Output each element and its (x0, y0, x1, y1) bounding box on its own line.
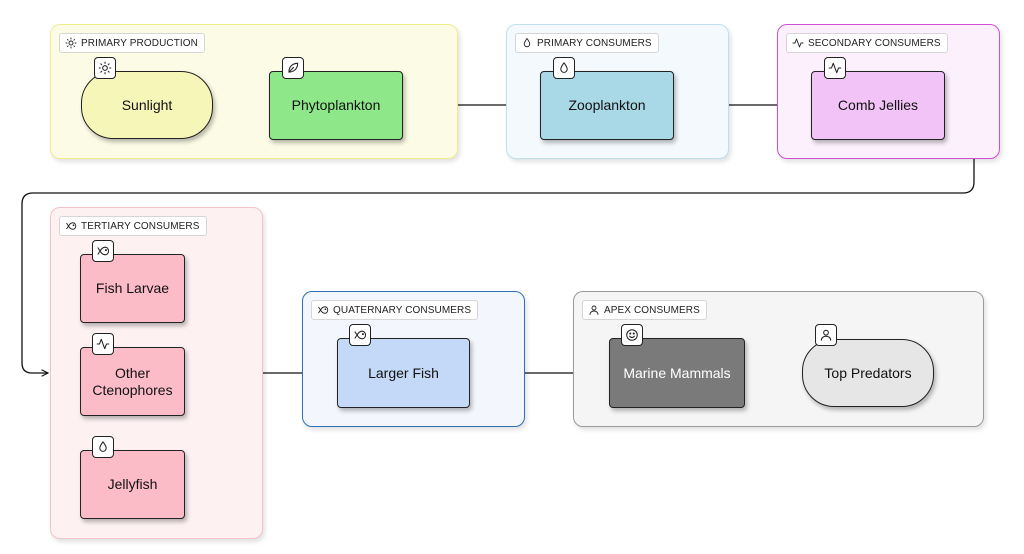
fish-icon (97, 246, 110, 256)
pulse-icon (828, 62, 842, 74)
node-label: Zooplankton (568, 97, 646, 113)
node-marine-mammals[interactable]: Marine Mammals (609, 338, 745, 408)
node-larger-fish[interactable]: Larger Fish (337, 338, 470, 408)
node-label: Marine Mammals (623, 364, 731, 381)
droplet-icon (560, 62, 568, 73)
group-label-text: SECONDARY CONSUMERS (808, 37, 941, 49)
node-icon-zooplankton (553, 57, 575, 79)
group-label-text: TERTIARY CONSUMERS (81, 220, 200, 232)
sun-icon (65, 37, 77, 49)
sun-icon (98, 61, 112, 75)
group-label-secondary-consumers: SECONDARY CONSUMERS (786, 33, 948, 53)
group-label-apex-consumers: APEX CONSUMERS (582, 300, 707, 320)
node-label: Larger Fish (368, 364, 439, 381)
droplet-icon (99, 441, 107, 452)
node-icon-comb-jellies (824, 57, 846, 79)
node-icon-top-predators (815, 324, 837, 346)
node-icon-marine-mammals (621, 324, 643, 346)
node-icon-fish-larvae (92, 240, 114, 262)
pulse-icon (96, 338, 110, 350)
node-label: Top Predators (824, 364, 912, 381)
node-comb-jellies[interactable]: Comb Jellies (811, 71, 945, 140)
node-sunlight[interactable]: Sunlight (81, 71, 213, 139)
node-label: Sunlight (121, 96, 173, 113)
node-icon-sunlight (94, 57, 116, 79)
user-icon (820, 329, 832, 341)
node-zooplankton[interactable]: Zooplankton (540, 71, 674, 140)
user-icon (589, 305, 599, 315)
node-label: Phytoplankton (291, 97, 381, 113)
node-label: Fish Larvae (95, 280, 170, 296)
node-icon-jellyfish (92, 436, 114, 458)
node-jellyfish[interactable]: Jellyfish (80, 450, 185, 519)
node-other-ctenophores[interactable]: Other Ctenophores (80, 347, 185, 416)
node-icon-phytoplankton (282, 57, 304, 79)
leaf-icon (288, 62, 299, 73)
droplet-icon (523, 38, 531, 48)
smile-icon (626, 329, 638, 341)
group-label-tertiary-consumers: TERTIARY CONSUMERS (59, 216, 207, 236)
node-icon-larger-fish (349, 324, 371, 346)
group-label-primary-consumers: PRIMARY CONSUMERS (515, 33, 659, 53)
group-label-text: APEX CONSUMERS (604, 304, 700, 316)
node-label: Comb Jellies (837, 97, 919, 113)
fish-icon (318, 306, 329, 314)
group-label-text: QUATERNARY CONSUMERS (333, 304, 472, 316)
group-label-text: PRIMARY PRODUCTION (81, 37, 199, 49)
node-top-predators[interactable]: Top Predators (802, 339, 934, 407)
node-icon-other-ctenophores (92, 333, 114, 355)
node-label: Other Ctenophores (92, 364, 173, 398)
node-phytoplankton[interactable]: Phytoplankton (269, 71, 403, 140)
group-label-quaternary-consumers: QUATERNARY CONSUMERS (311, 300, 479, 320)
fish-icon (66, 222, 77, 230)
node-fish-larvae[interactable]: Fish Larvae (80, 254, 185, 323)
group-label-text: PRIMARY CONSUMERS (537, 37, 652, 49)
pulse-icon (792, 38, 804, 48)
node-label: Jellyfish (107, 476, 158, 492)
group-label-primary-production: PRIMARY PRODUCTION (59, 33, 206, 53)
fish-icon (354, 330, 367, 340)
